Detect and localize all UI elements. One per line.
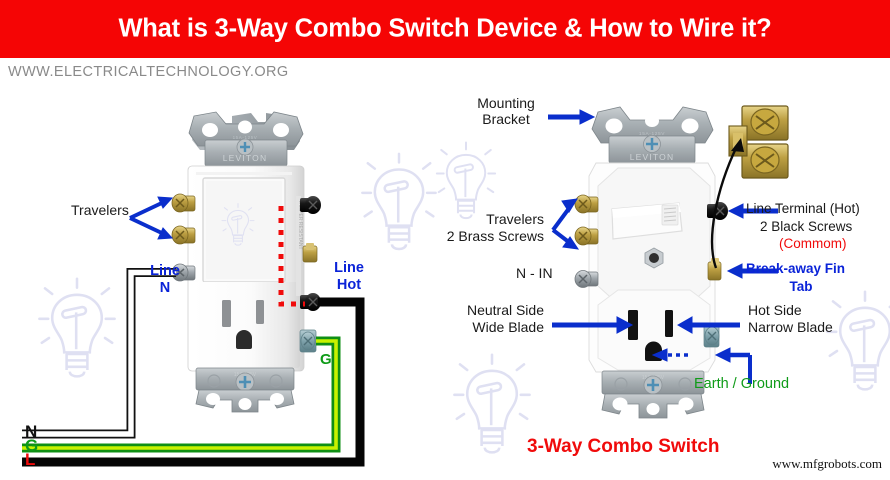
right-mounting-bracket: 15A-125V LEVITON [591,106,714,164]
brass-fin-closeup [728,105,789,179]
mounting-bracket-label-1: Mounting [477,95,535,111]
right-line-terminal-screw [707,202,728,220]
bulb-watermark [435,141,497,220]
right-traveler-screw-bottom [574,226,599,246]
right-breakaway-fin-tab [707,258,722,281]
footer-website-label: www.mfgrobots.com [772,456,882,471]
n-in-label: N - IN [516,265,553,281]
right-device-body [588,162,716,373]
earth-ground-label: Earth / Ground [694,376,790,392]
neutral-side-label-2: Wide Blade [472,319,544,335]
breakaway-fin-label-2: Tab [789,279,813,294]
wire-line-hot [22,297,365,467]
breakaway-fin-label-1: Break-away Fin [746,261,846,276]
right-diagram-caption: 3-Way Combo Switch [527,436,720,457]
legend-key-n: N [25,422,38,441]
bulb-watermark [38,277,116,378]
right-ground-screw [703,324,720,348]
svg-text:LEVITON: LEVITON [223,153,268,163]
left-line-hot-label-1: Line [334,260,364,276]
left-breakaway-fin [302,243,318,263]
bulb-watermark [826,290,890,391]
svg-text:15A-125V: 15A-125V [234,372,257,378]
svg-text:15A-125V: 15A-125V [233,135,258,140]
fin-callout-curve [710,138,744,269]
left-line-n-label-2: N [159,280,171,296]
wire-ground [22,336,341,453]
line-terminal-label-1: Line Terminal (Hot) [746,201,860,216]
left-traveler-screw-top [171,193,196,213]
page-title: What is 3-Way Combo Switch Device & How … [118,14,772,43]
left-hot-screw-bottom [300,293,321,311]
bulb-watermark [453,353,531,454]
left-line-n-label-1: Line [150,263,180,279]
right-neutral-in-screw [574,270,599,288]
svg-text:15A-125V: 15A-125V [639,131,665,137]
line-terminal-label-2: 2 Black Screws [760,219,853,234]
svg-text:15A-125V: 15A-125V [642,375,665,381]
left-mounting-bracket: LEVITON 15A-125V [188,111,304,167]
svg-text:LEVITON: LEVITON [630,152,675,162]
right-travelers-label-1: Travelers [486,211,544,227]
left-line-hot-label-2: Hot [336,277,362,293]
left-internal-link-dotted [278,206,305,307]
right-bottom-bracket: 15A-125V [601,370,705,419]
left-ground-label: G [320,351,332,368]
mounting-bracket-label-2: Bracket [482,111,530,127]
left-ground-screw [299,329,317,353]
left-hot-screw-top [300,196,321,214]
bulb-watermark [361,152,437,251]
wire-neutral [22,268,176,439]
right-traveler-screw-top [574,194,599,214]
neutral-side-label-1: Neutral Side [466,302,544,318]
hot-side-label-2: Narrow Blade [748,319,833,335]
right-arrows [548,109,778,384]
left-bottom-bracket: 15A-125V [195,367,295,413]
legend-key-g: G [25,436,39,455]
legend-key-l: L [25,450,36,469]
left-travelers-arrows [129,196,174,240]
line-terminal-label-3: (Commom) [779,236,847,251]
source-website-label: WWW.ELECTRICALTECHNOLOGY.ORG [8,64,289,80]
left-device-body: TAMPER RESISTANT [187,165,305,372]
left-travelers-label: Travelers [71,202,129,218]
svg-text:TAMPER RESISTANT: TAMPER RESISTANT [297,200,303,250]
hot-side-label-1: Hot Side [748,302,802,318]
right-travelers-label-2: 2 Brass Screws [446,228,544,244]
left-traveler-screw-bottom [171,225,196,245]
header-banner: What is 3-Way Combo Switch Device & How … [0,0,890,58]
